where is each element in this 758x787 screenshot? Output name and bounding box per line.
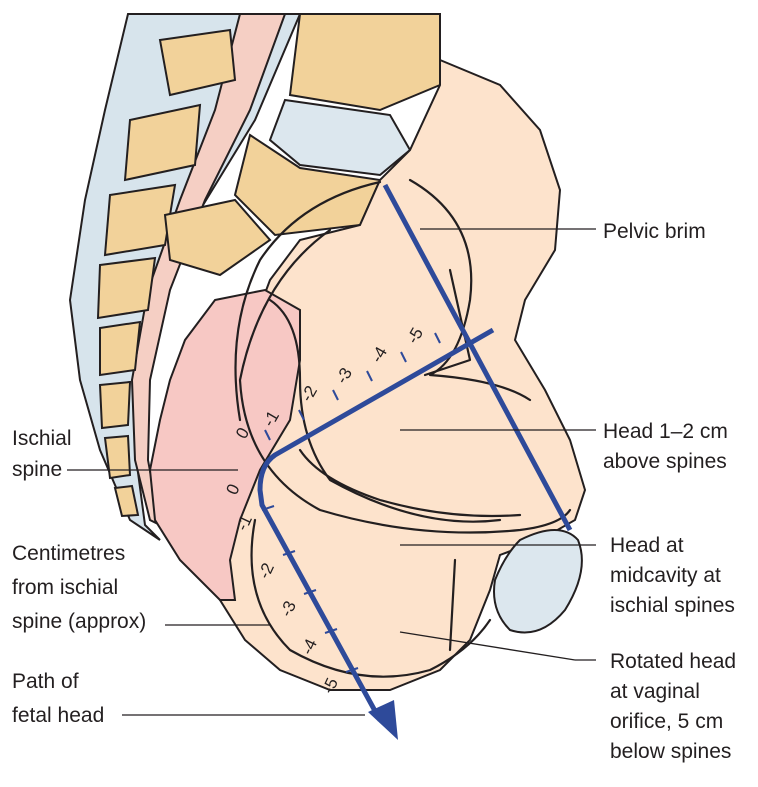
label-cm-line1: Centimetres <box>12 542 125 565</box>
lower-tick-4: -4 <box>297 636 321 658</box>
label-rotated-line2: at vaginal <box>610 680 700 703</box>
label-rotated-line1: Rotated head <box>610 650 736 673</box>
lower-tick-3: -3 <box>276 598 300 620</box>
fetal-head-path-curve <box>257 327 495 722</box>
label-head-mid-line1: Head at <box>610 534 684 557</box>
fetal-head-profile <box>148 288 301 601</box>
label-head-mid-line3: ischial spines <box>610 594 735 617</box>
label-rotated-line3: orifice, 5 cm <box>610 710 723 733</box>
label-head-above-line2: above spines <box>603 450 727 473</box>
leader-lines <box>67 228 596 716</box>
sacral-vertebrae <box>96 28 237 518</box>
label-ischial-line1: Ischial <box>12 427 72 450</box>
fetal-head-path-line <box>382 183 573 532</box>
label-ischial-line2: spine <box>12 458 62 481</box>
upper-bones <box>163 13 441 277</box>
lower-tick-5: -5 <box>318 675 342 697</box>
head-outlines <box>234 178 572 678</box>
label-pelvic-brim: Pelvic brim <box>603 220 706 243</box>
path-arrowhead <box>368 700 398 740</box>
label-rotated-line4: below spines <box>610 740 731 763</box>
label-head-mid-line2: midcavity at <box>610 564 721 587</box>
label-path-line2: fetal head <box>12 704 104 727</box>
label-cm-line2: from ischial <box>12 576 118 599</box>
pubic-symphysis <box>493 529 583 634</box>
label-cm-line3: spine (approx) <box>12 610 146 633</box>
lower-tick-1: -1 <box>232 512 256 534</box>
label-head-above-line1: Head 1–2 cm <box>603 420 728 443</box>
label-path-line1: Path of <box>12 670 79 693</box>
lower-tick-2: -2 <box>254 560 278 582</box>
lower-scale: 0 -1 -2 -3 -4 -5 <box>222 481 359 697</box>
